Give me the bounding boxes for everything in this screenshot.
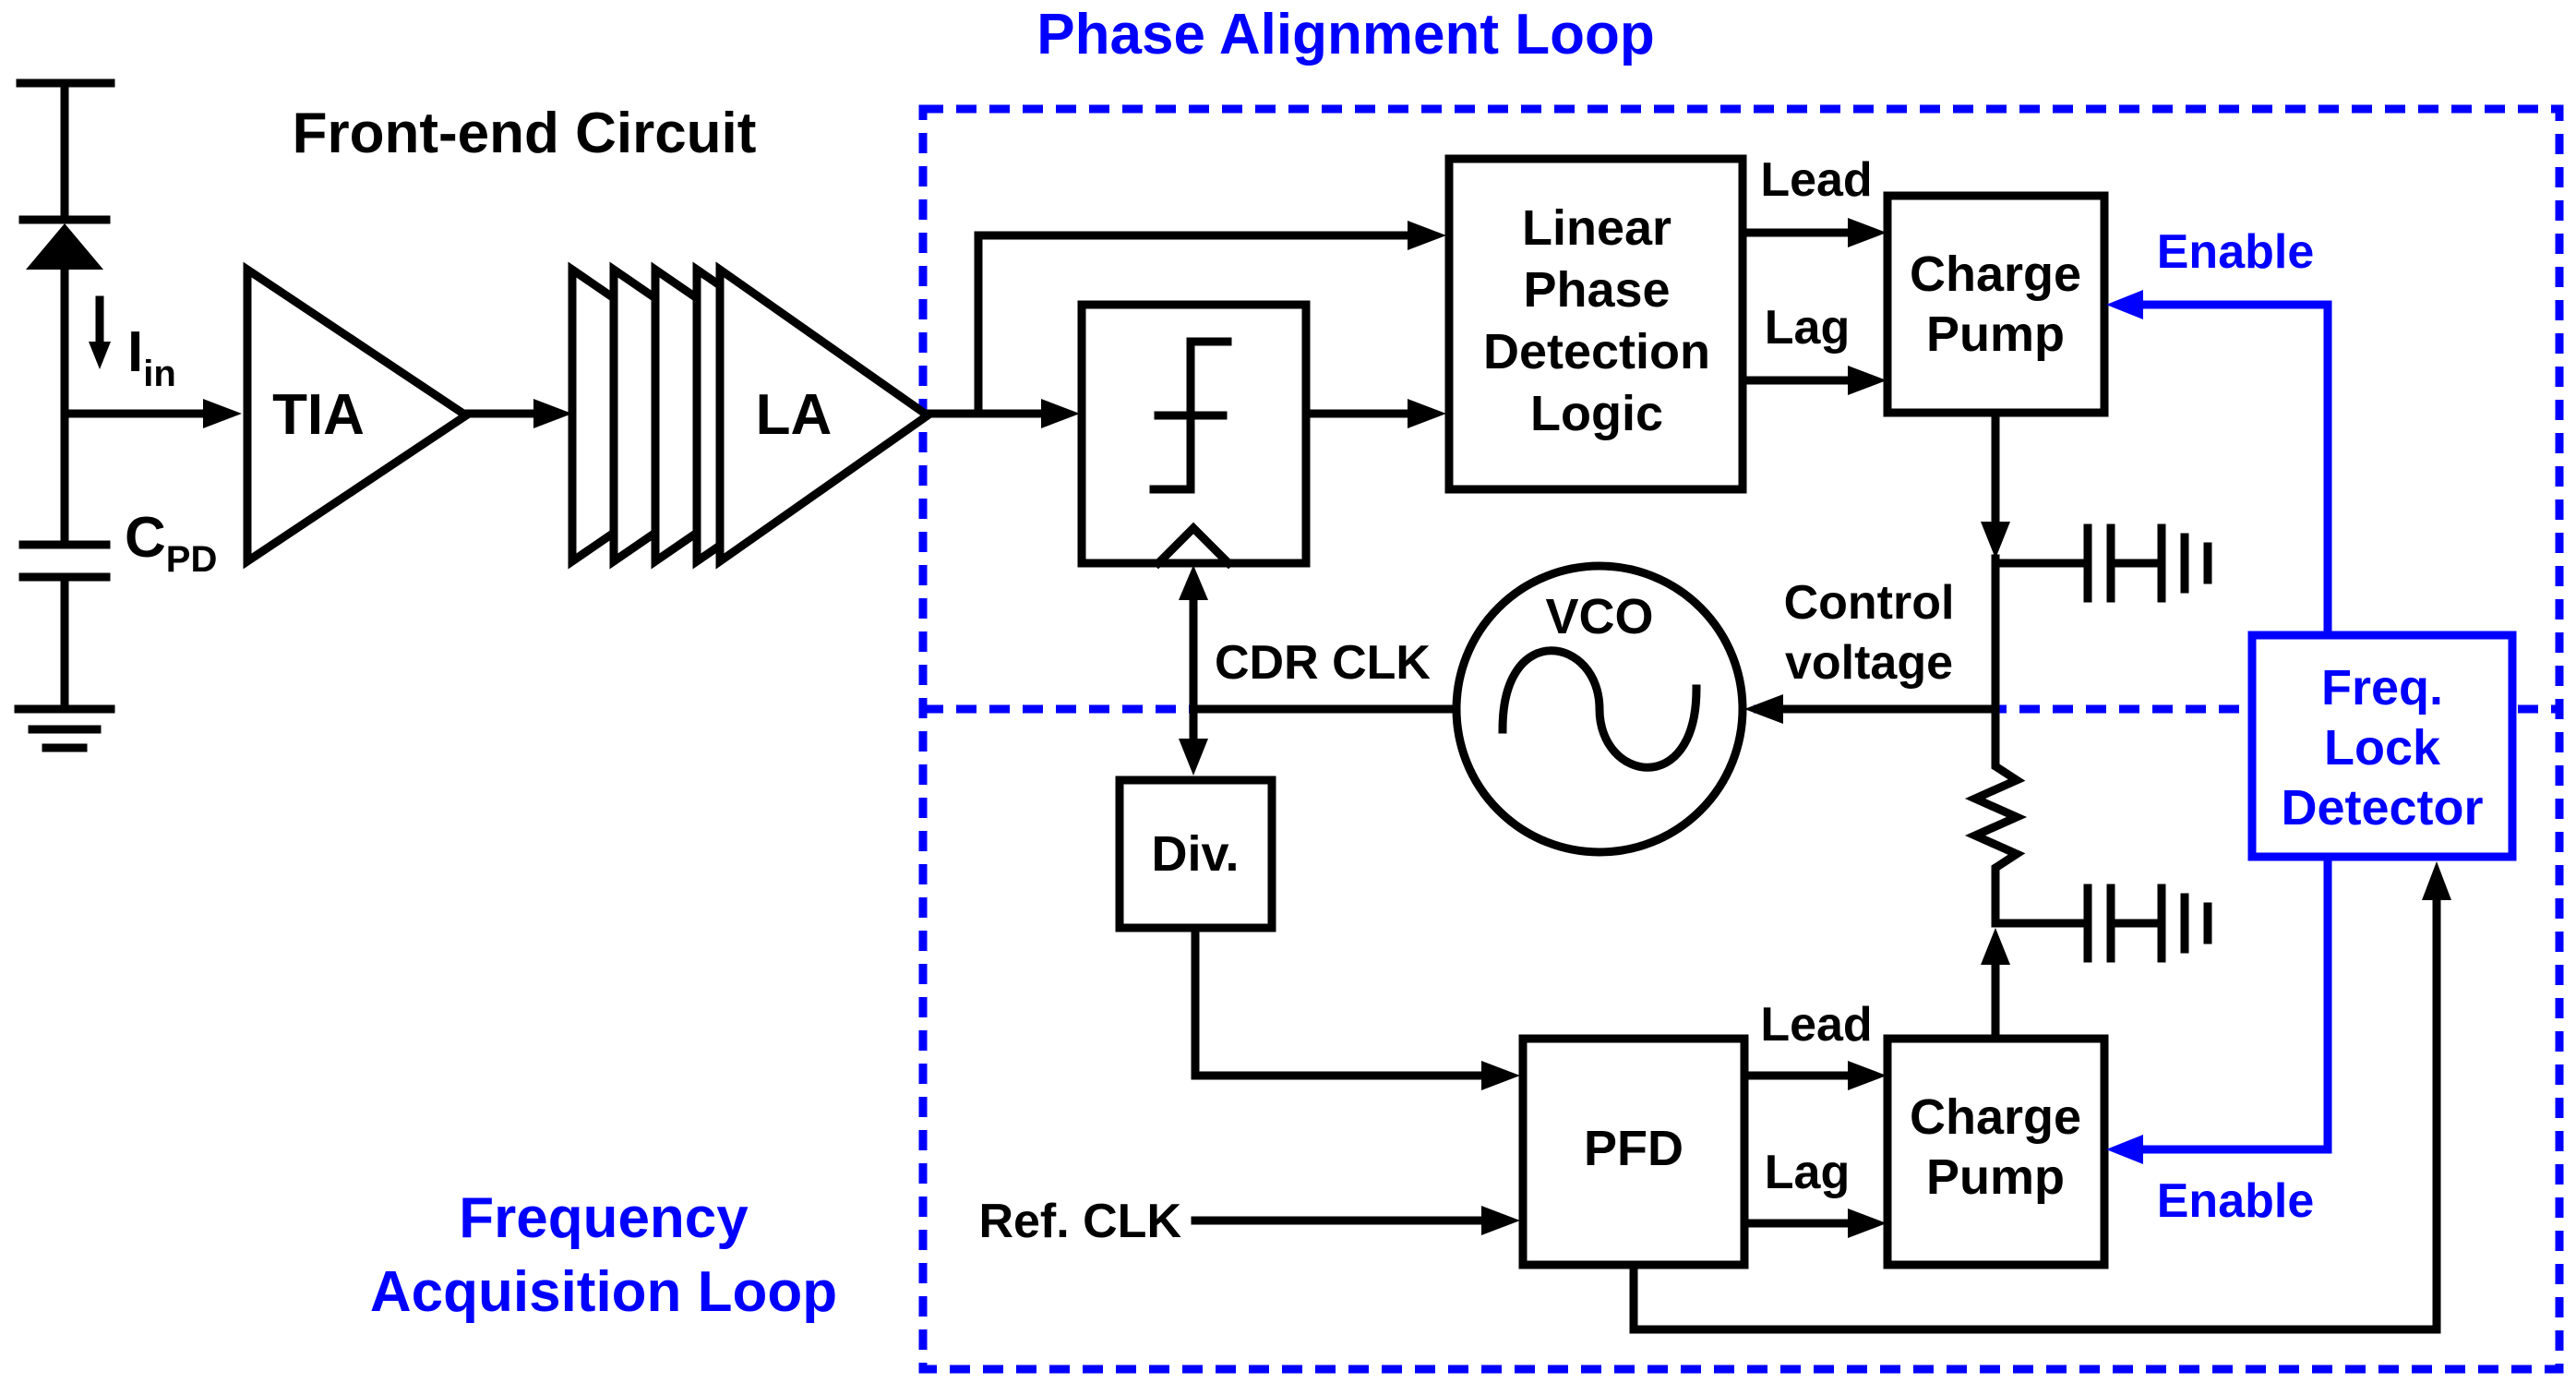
arrowhead: [1744, 694, 1783, 724]
phase-detector-label-line1: Linear: [1522, 200, 1671, 256]
pfd-label: PFD: [1584, 1121, 1683, 1176]
freq-lock-detector-label-line2: Lock: [2324, 720, 2441, 776]
bottom-capacitor-ground-icon: [2083, 884, 2212, 963]
current-arrow-icon: [89, 295, 111, 369]
lead-top-label: Lead: [1760, 153, 1872, 207]
lag-bottom-label: Lag: [1765, 1146, 1850, 1199]
charge-pump-top-label-line1: Charge: [1910, 247, 2081, 302]
la-stack: [568, 261, 935, 570]
la-label: LA: [756, 383, 833, 447]
charge-pump-top: [1883, 191, 2109, 417]
arrowhead: [1848, 1061, 1887, 1090]
arrowhead: [2422, 861, 2451, 900]
pfd-to-lock-detector-wire: [1629, 896, 2441, 1334]
frequency-acquisition-loop-label-line1: Frequency: [459, 1186, 749, 1250]
enable-bottom-label: Enable: [2157, 1174, 2315, 1228]
tia-label: TIA: [272, 383, 365, 447]
capacitor-label: CPD: [125, 506, 217, 580]
arrowhead: [533, 399, 572, 428]
cdr-clk-label: CDR CLK: [1215, 636, 1431, 690]
tia-amplifier: [243, 261, 474, 570]
arrowhead: [203, 399, 242, 428]
enable-top-label: Enable: [2157, 225, 2315, 279]
current-label: Iin: [127, 320, 176, 394]
capacitor-icon: [18, 540, 111, 582]
arrowhead: [2106, 290, 2143, 319]
arrowhead: [1481, 1061, 1520, 1090]
arrowhead: [2106, 1135, 2143, 1164]
data-to-phase-detector-wire: [974, 231, 1412, 418]
arrowhead: [1981, 928, 2010, 965]
arrowhead: [1408, 221, 1446, 250]
ref-clk-label: Ref. CLK: [978, 1195, 1181, 1248]
charge-pump-bottom-label-line1: Charge: [1910, 1089, 2081, 1145]
ground-icon: [14, 704, 115, 752]
lag-top-label: Lag: [1765, 301, 1850, 355]
control-voltage-label-line1: Control: [1784, 576, 1955, 630]
phase-alignment-loop-boundary: [918, 104, 2564, 1374]
top-capacitor-ground-icon: [2083, 523, 2212, 603]
phase-alignment-loop-label: Phase Alignment Loop: [1036, 3, 1654, 66]
arrowhead: [1848, 218, 1887, 247]
arrowhead: [1179, 739, 1208, 776]
freq-lock-detector-block: [2247, 631, 2517, 861]
phase-detector-label-line2: Phase: [1523, 262, 1670, 318]
sine-wave-icon: [1498, 646, 1701, 772]
arrowhead: [1041, 399, 1080, 428]
sampler-step-icon: [1149, 337, 1232, 494]
charge-pump-bottom-label-line2: Pump: [1926, 1149, 2065, 1205]
vco-label: VCO: [1545, 589, 1653, 644]
front-end-title: Front-end Circuit: [293, 102, 757, 165]
linear-phase-detection-block: [1444, 154, 1747, 494]
clock-input-icon: [1152, 522, 1235, 570]
enable-bottom-wire: [2143, 857, 2332, 1154]
freq-lock-detector-label-line3: Detector: [2281, 780, 2483, 836]
arrowhead: [1481, 1206, 1520, 1235]
divider-label: Div.: [1151, 826, 1239, 882]
frequency-acquisition-loop-label-line2: Acquisition Loop: [370, 1260, 837, 1324]
charge-pump-bottom: [1883, 1034, 2109, 1269]
loop-filter-resistor-icon: [1964, 752, 2028, 928]
photodiode-icon: [18, 215, 111, 270]
arrowhead: [1848, 1209, 1887, 1238]
pfd-block: [1518, 1034, 1749, 1269]
control-voltage-label-line2: voltage: [1785, 636, 1953, 690]
charge-pump-top-label-line2: Pump: [1926, 307, 2065, 362]
divider-to-pfd-wire: [1191, 923, 1486, 1080]
enable-top-wire: [2143, 300, 2332, 635]
arrowhead: [1981, 522, 2010, 559]
arrowhead: [1408, 399, 1446, 428]
arrowhead: [1848, 366, 1887, 395]
arrowhead: [1179, 565, 1208, 600]
phase-detector-label-line3: Detection: [1483, 324, 1710, 379]
phase-detector-label-line4: Logic: [1530, 386, 1663, 441]
freq-lock-detector-label-line1: Freq.: [2321, 660, 2443, 716]
lead-bottom-label: Lead: [1760, 998, 1872, 1052]
